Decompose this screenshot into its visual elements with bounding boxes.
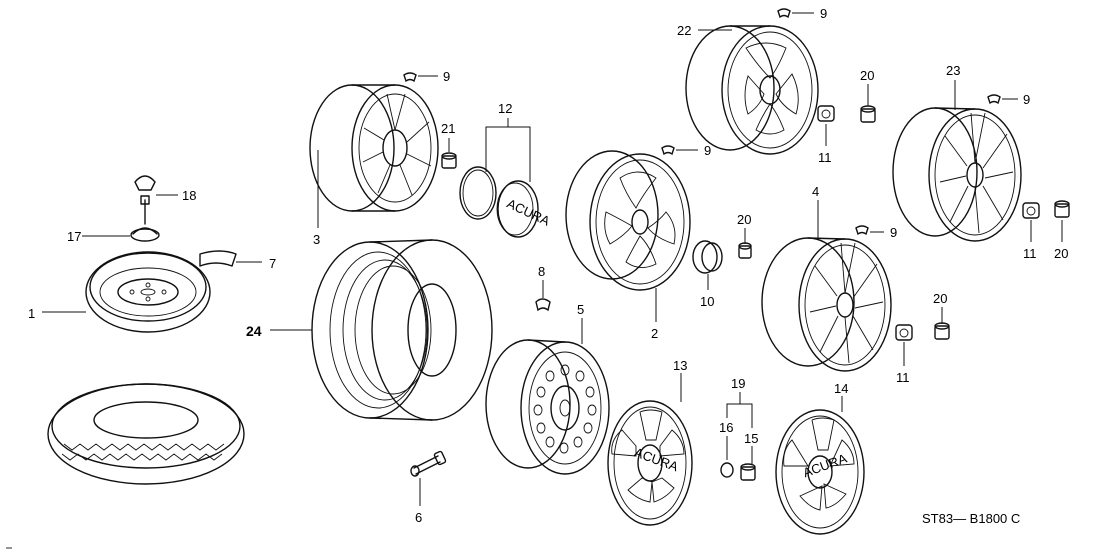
- wheel-cover-14: ACURA: [775, 409, 865, 535]
- label-1: 1: [28, 306, 35, 321]
- label-7: 7: [269, 256, 276, 271]
- part-labels: 1 2 3 4 5 6 7 8 9 9 9 9 9 10 11 11 11 12…: [28, 6, 1068, 525]
- alloy-wheel-4: [761, 237, 892, 372]
- label-19: 19: [731, 376, 745, 391]
- tire-label: [199, 250, 237, 267]
- svg-text:ACURA: ACURA: [505, 196, 553, 229]
- balance-weights: [403, 8, 1001, 236]
- label-11-a: 11: [818, 150, 832, 165]
- svg-text:ACURA: ACURA: [632, 445, 680, 475]
- label-15: 15: [744, 431, 758, 446]
- lug-parts-15-16: [720, 462, 756, 481]
- spare-tire: [47, 383, 245, 485]
- label-4: 4: [812, 184, 819, 199]
- label-20-b: 20: [860, 68, 874, 83]
- wheel-nut-21: [441, 152, 457, 169]
- alloy-wheel-3: [309, 84, 439, 212]
- drawing-code: ST83— B1800 C: [922, 511, 1020, 526]
- svg-text:ACURA: ACURA: [801, 451, 849, 481]
- alloy-wheel-23: [892, 107, 1022, 242]
- label-5: 5: [577, 302, 584, 317]
- label-23: 23: [946, 63, 960, 78]
- label-20-a: 20: [737, 212, 751, 227]
- valve-stem: [410, 450, 447, 477]
- label-21: 21: [441, 121, 455, 136]
- label-9-e: 9: [890, 225, 897, 240]
- label-11-b: 11: [1023, 246, 1037, 261]
- tire-24: [311, 239, 493, 421]
- alloy-wheel-22: [685, 25, 819, 155]
- label-9-a: 9: [443, 69, 450, 84]
- label-22: 22: [677, 23, 691, 38]
- center-cap-12: ACURA: [459, 166, 553, 238]
- label-24: 24: [246, 323, 262, 339]
- wheel-nuts-11: [817, 105, 1040, 341]
- label-20-d: 20: [933, 291, 947, 306]
- label-14: 14: [834, 381, 848, 396]
- label-20-c: 20: [1054, 246, 1068, 261]
- label-6: 6: [415, 510, 422, 525]
- wheel-cover-13: ACURA: [607, 400, 693, 526]
- steel-wheel-5: [485, 339, 610, 475]
- label-11-c: 11: [896, 370, 910, 385]
- label-18: 18: [182, 188, 196, 203]
- label-13: 13: [673, 358, 687, 373]
- label-17: 17: [67, 229, 81, 244]
- label-3: 3: [313, 232, 320, 247]
- alloy-wheel-2: [565, 150, 691, 291]
- center-cap-10: [692, 240, 723, 274]
- label-12: 12: [498, 101, 512, 116]
- spare-wheel: [85, 251, 211, 333]
- label-9-b: 9: [704, 143, 711, 158]
- label-16: 16: [719, 420, 733, 435]
- label-9-d: 9: [1023, 92, 1030, 107]
- label-9-c: 9: [820, 6, 827, 21]
- spare-tire-clamp: [130, 175, 160, 242]
- wheel-nuts-20: [738, 105, 1070, 340]
- label-8: 8: [538, 264, 545, 279]
- label-10: 10: [700, 294, 714, 309]
- label-2: 2: [651, 326, 658, 341]
- balance-weight-8: [535, 298, 551, 312]
